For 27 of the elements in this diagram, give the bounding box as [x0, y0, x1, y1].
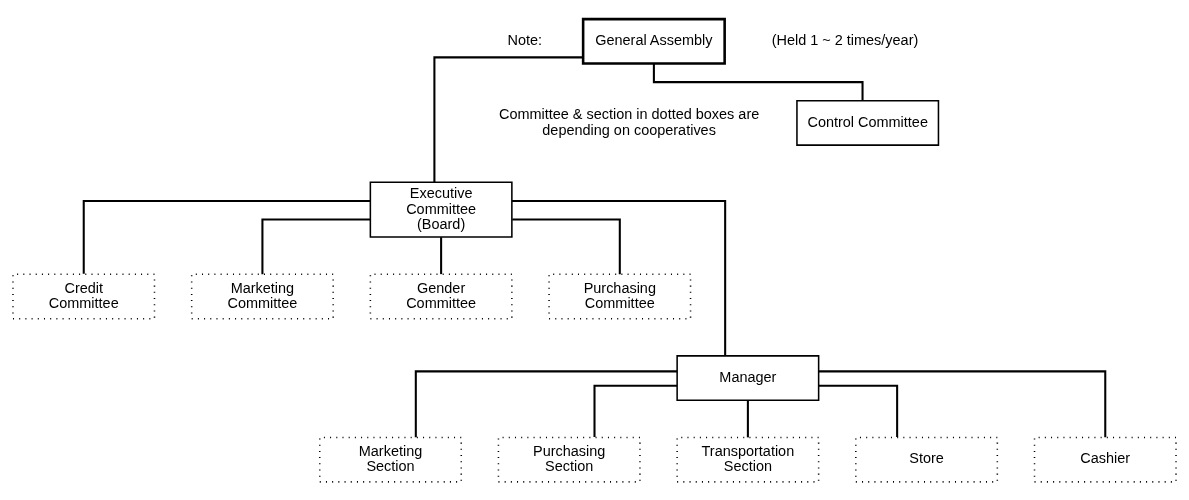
- node-box: Purchasing Section: [497, 436, 641, 483]
- connector: [512, 199, 727, 356]
- node-box: Marketing Committee: [190, 273, 334, 319]
- node-box: Transportation Section: [676, 436, 820, 483]
- node-box: Manager: [676, 354, 820, 401]
- connector: [746, 399, 749, 437]
- node-box: Store: [855, 436, 999, 483]
- connector: [414, 369, 678, 437]
- connector: [512, 217, 621, 274]
- node-box: Purchasing Committee: [548, 273, 692, 319]
- node-box: Control Committee: [796, 99, 940, 146]
- label: Note:: [507, 31, 543, 48]
- connector: [433, 55, 583, 182]
- node-box: General Assembly: [581, 17, 726, 65]
- connector: [593, 384, 678, 437]
- connector: [261, 217, 370, 274]
- connector: [819, 384, 899, 437]
- node-box: Credit Committee: [12, 273, 156, 319]
- node-box: Marketing Section: [318, 436, 463, 483]
- label: Committee & section in dotted boxes are depending on cooperatives: [498, 105, 760, 138]
- node-box: Executive Committee (Board): [369, 181, 513, 238]
- connector: [440, 236, 443, 274]
- connector: [82, 199, 371, 274]
- node-box: Gender Committee: [369, 273, 513, 319]
- connector: [818, 369, 1107, 437]
- node-label: (Held 1 ~ 2 times/year): [771, 31, 919, 48]
- node-box: Cashier: [1033, 436, 1177, 483]
